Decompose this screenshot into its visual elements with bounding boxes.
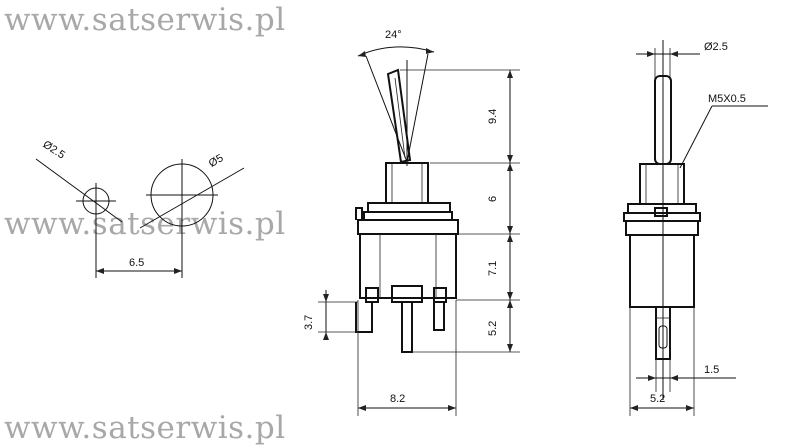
lever-height-label: 9.4	[487, 109, 499, 124]
thread-leader	[679, 105, 713, 169]
small-hole-diameter-label: Ø2.5	[40, 139, 67, 162]
switch-body	[359, 233, 457, 299]
side-bushing	[639, 163, 685, 205]
switch-body-top	[357, 219, 459, 235]
mounting-nut	[367, 202, 451, 213]
pin-offset-label: 3.7	[303, 315, 315, 330]
toggle-lever	[386, 68, 412, 164]
side-body	[629, 234, 695, 308]
terminal-right-pin	[433, 301, 445, 331]
thread-spec-label: M5X0.5	[708, 93, 746, 105]
small-hole-leader	[35, 158, 123, 223]
bushing-height-label: 6	[487, 196, 499, 202]
lever-diameter-label: Ø2.5	[704, 41, 728, 53]
hole-spacing-label: 6.5	[129, 257, 144, 269]
large-hole-leader	[139, 167, 245, 229]
terminal-slot	[658, 325, 668, 349]
side-terminal	[655, 306, 671, 360]
watermark-top: www.satserwis.pl	[4, 2, 286, 38]
side-view: Ø2.5 M5X0.5 1.5	[623, 40, 768, 416]
terminal-height-label: 5.2	[487, 321, 499, 336]
side-body-top	[625, 220, 699, 236]
terminal-left-base	[365, 287, 379, 303]
lever-angle-arc	[357, 46, 435, 57]
side-washer-tab	[654, 207, 668, 217]
terminal-center-pin	[401, 301, 413, 353]
body-height-label: 7.1	[487, 261, 499, 276]
washer-tab	[355, 207, 363, 220]
side-width-label: 5.2	[650, 393, 665, 405]
terminal-left-pin	[355, 302, 373, 333]
lock-washer	[363, 211, 453, 221]
terminal-thickness-label: 1.5	[704, 364, 719, 376]
watermark-middle: www.satserwis.pl	[4, 206, 286, 242]
large-hole-diameter-label: Ø5	[207, 152, 226, 170]
front-width-label: 8.2	[390, 393, 405, 405]
front-view: 24°	[303, 29, 520, 416]
lever-angle-label: 24°	[385, 29, 402, 41]
terminal-center-base	[391, 285, 423, 303]
watermark-bottom: www.satserwis.pl	[4, 410, 286, 446]
